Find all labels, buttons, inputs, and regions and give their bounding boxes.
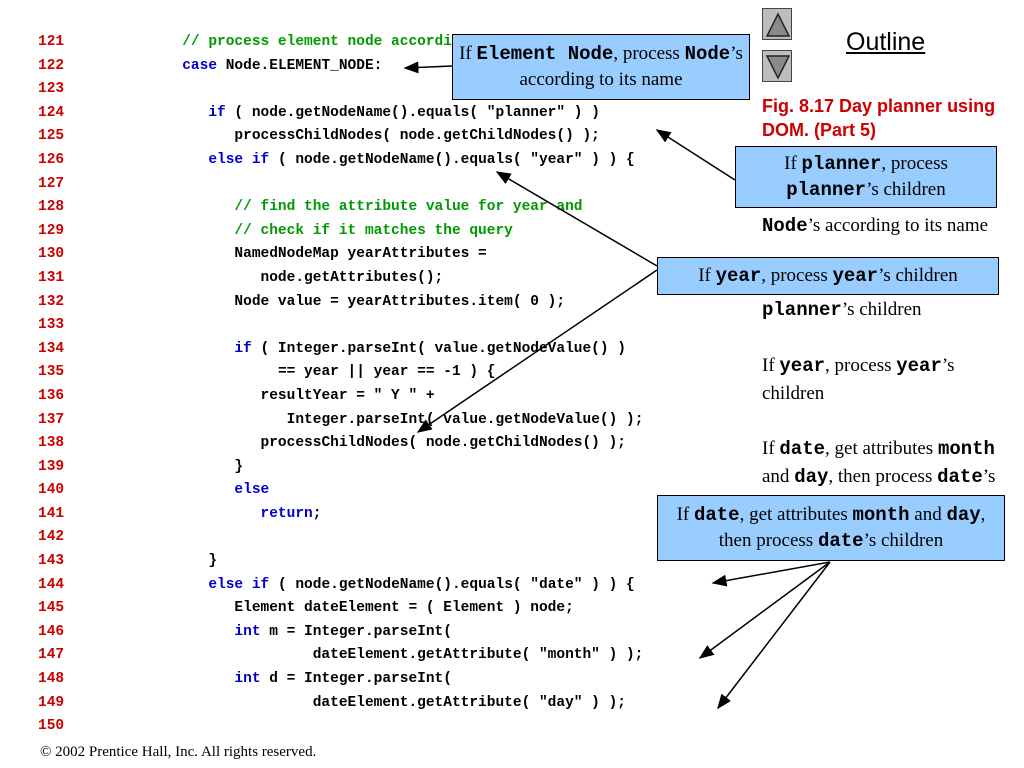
line-number: 131 (38, 269, 65, 286)
code-text: // find the attribute value for year and (234, 199, 583, 216)
line-number: 150 (38, 718, 65, 735)
note-date: If date, get attributes month and day, t… (762, 438, 996, 515)
code-line: 132 Node value = yearAttributes.item( 0 … (0, 291, 760, 315)
copyright-footer: © 2002 Prentice Hall, Inc. All rights re… (40, 744, 317, 760)
line-number: 123 (38, 81, 65, 98)
code-line: 138 processChildNodes( node.getChildNode… (0, 432, 760, 456)
line-number: 140 (38, 482, 65, 499)
code-text: } (208, 553, 218, 570)
line-number: 132 (38, 293, 65, 310)
code-line: 141 return; (0, 503, 760, 527)
line-number: 125 (38, 128, 65, 145)
code-text: int m = Integer.parseInt( (234, 623, 452, 640)
line-number: 146 (38, 623, 65, 640)
code-text: if ( Integer.parseInt( value.getNodeValu… (234, 340, 626, 357)
line-number: 149 (38, 694, 65, 711)
code-line: 129 // check if it matches the query (0, 220, 760, 244)
code-line: 134 if ( Integer.parseInt( value.getNode… (0, 338, 760, 362)
line-number: 128 (38, 199, 65, 216)
callout-date: If date, get attributes month and day, t… (657, 495, 1005, 561)
line-number: 142 (38, 529, 65, 546)
code-line: 122 case Node.ELEMENT_NODE: (0, 55, 760, 79)
code-text: dateElement.getAttribute( "month" ) ); (312, 647, 644, 664)
code-text: Element dateElement = ( Element ) node; (234, 600, 574, 617)
line-number: 121 (38, 34, 65, 50)
code-text: if ( node.getNodeName().equals( "planner… (208, 104, 600, 121)
code-text: processChildNodes( node.getChildNodes() … (260, 435, 626, 452)
code-line: 149 dateElement.getAttribute( "day" ) ); (0, 692, 760, 716)
code-text: == year || year == -1 ) { (277, 364, 496, 381)
callout-planner: If planner, process planner’s children (735, 146, 997, 208)
code-text: processChildNodes( node.getChildNodes() … (234, 128, 600, 145)
next-slide-button[interactable] (762, 50, 792, 82)
line-number: 135 (38, 364, 65, 381)
outline-link[interactable]: Outline (846, 28, 926, 56)
code-text: int d = Integer.parseInt( (234, 671, 452, 688)
code-text: node.getAttributes(); (260, 269, 444, 286)
code-line: 135 == year || year == -1 ) { (0, 361, 760, 385)
code-line: 130 NamedNodeMap yearAttributes = (0, 243, 760, 267)
code-line: 126 else if ( node.getNodeName().equals(… (0, 149, 760, 173)
line-number: 138 (38, 435, 65, 452)
line-number: 127 (38, 175, 65, 192)
code-line: 131 node.getAttributes(); (0, 267, 760, 291)
note-year: If year, process year’s children (762, 355, 955, 404)
code-text: case Node.ELEMENT_NODE: (182, 57, 383, 74)
line-number: 141 (38, 505, 65, 522)
callout-year: If year, process year’s children (657, 257, 999, 295)
code-line: 137 Integer.parseInt( value.getNodeValue… (0, 409, 760, 433)
line-number: 124 (38, 104, 65, 121)
line-number: 136 (38, 387, 65, 404)
line-number: 130 (38, 246, 65, 263)
line-number: 143 (38, 553, 65, 570)
code-line: 147 dateElement.getAttribute( "month" ) … (0, 644, 760, 668)
line-number: 145 (38, 600, 65, 617)
code-text: Integer.parseInt( value.getNodeValue() )… (286, 411, 644, 428)
code-line: 143 } (0, 550, 760, 574)
code-line: 139 } (0, 456, 760, 480)
code-text: NamedNodeMap yearAttributes = (234, 246, 487, 263)
callout-element-node: If Element Node, process Node’s accordin… (452, 34, 750, 100)
previous-slide-button[interactable] (762, 8, 792, 40)
line-number: 133 (38, 317, 65, 334)
code-text: // check if it matches the query (234, 222, 513, 239)
code-line: 133 (0, 314, 760, 338)
code-text: else (234, 482, 270, 499)
triangle-up-icon (765, 12, 791, 37)
code-line: 123 (0, 78, 760, 102)
code-line: 145 Element dateElement = ( Element ) no… (0, 597, 760, 621)
code-line: 148 int d = Integer.parseInt( (0, 668, 760, 692)
code-text: resultYear = " Y " + (260, 387, 435, 404)
code-line: 146 int m = Integer.parseInt( (0, 621, 760, 645)
line-number: 129 (38, 222, 65, 239)
code-listing: 121 // process element node according to… (0, 31, 760, 739)
code-text: else if ( node.getNodeName().equals( "da… (208, 576, 635, 593)
code-text: return; (260, 505, 322, 522)
line-number: 148 (38, 671, 65, 688)
code-text: dateElement.getAttribute( "day" ) ); (312, 694, 626, 711)
code-line: 128 // find the attribute value for year… (0, 196, 760, 220)
line-number: 137 (38, 411, 65, 428)
triangle-down-icon (765, 55, 791, 80)
code-text: Node value = yearAttributes.item( 0 ); (234, 293, 566, 310)
code-line: 150 (0, 715, 760, 739)
line-number: 144 (38, 576, 65, 593)
code-line: 127 (0, 173, 760, 197)
code-line: 136 resultYear = " Y " + (0, 385, 760, 409)
code-line: 142 (0, 526, 760, 550)
code-text: } (234, 458, 244, 475)
figure-caption: Fig. 8.17 Day planner using DOM. (Part 5… (762, 96, 996, 140)
line-number: 122 (38, 57, 65, 74)
side-notes: If Element Node, process Node’s accordin… (762, 184, 1012, 546)
line-number: 126 (38, 151, 65, 168)
line-number: 139 (38, 458, 65, 475)
code-line: 140 else (0, 479, 760, 503)
code-line: 144 else if ( node.getNodeName().equals(… (0, 574, 760, 598)
code-text: else if ( node.getNodeName().equals( "ye… (208, 151, 635, 168)
line-number: 134 (38, 340, 65, 357)
code-line: 124 if ( node.getNodeName().equals( "pla… (0, 102, 760, 126)
line-number: 147 (38, 647, 65, 664)
code-line: 125 processChildNodes( node.getChildNode… (0, 125, 760, 149)
